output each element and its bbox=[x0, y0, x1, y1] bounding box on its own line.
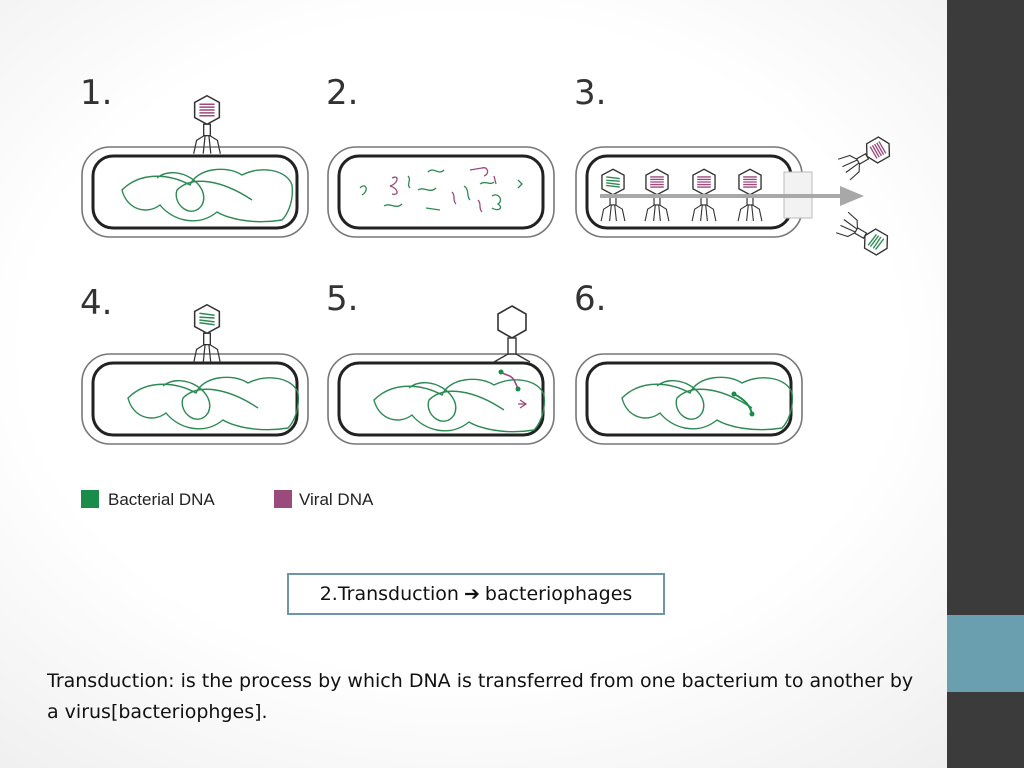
step-number-1: 1. bbox=[80, 73, 112, 113]
caption-box: 2.Transduction ➔ bacteriophages bbox=[287, 573, 665, 615]
step-number-6: 6. bbox=[574, 279, 606, 319]
legend-label-bacterial-dna: Bacterial DNA bbox=[108, 490, 215, 509]
panel-3-phage-assembly bbox=[575, 132, 896, 260]
step-number-3: 3. bbox=[574, 73, 606, 113]
panel-5-dna-injection bbox=[327, 305, 555, 445]
sidebar-accent bbox=[947, 615, 1024, 692]
panel-2-dna-fragmentation bbox=[327, 146, 555, 238]
caption-prefix: 2.Transduction bbox=[319, 583, 459, 605]
transduction-diagram: 1. 2. 3. 4. 5. 6. bbox=[80, 73, 896, 509]
legend-label-viral-dna: Viral DNA bbox=[299, 490, 374, 509]
step-number-2: 2. bbox=[326, 73, 358, 113]
body-paragraph: Transduction: is the process by which DN… bbox=[47, 670, 914, 723]
step-number-4: 4. bbox=[80, 283, 112, 323]
phage-icon bbox=[192, 94, 222, 155]
arrow-right-icon: ➔ bbox=[463, 583, 480, 605]
legend-swatch-bacterial-dna bbox=[81, 490, 99, 508]
panel-6-recombination bbox=[575, 353, 803, 445]
panel-4-phage-infection bbox=[81, 303, 309, 445]
step-number-5: 5. bbox=[326, 279, 358, 319]
legend-swatch-viral-dna bbox=[274, 490, 292, 508]
legend: Bacterial DNA Viral DNA bbox=[81, 490, 374, 509]
panel-1-infection bbox=[81, 94, 309, 238]
caption-suffix: bacteriophages bbox=[484, 583, 633, 605]
